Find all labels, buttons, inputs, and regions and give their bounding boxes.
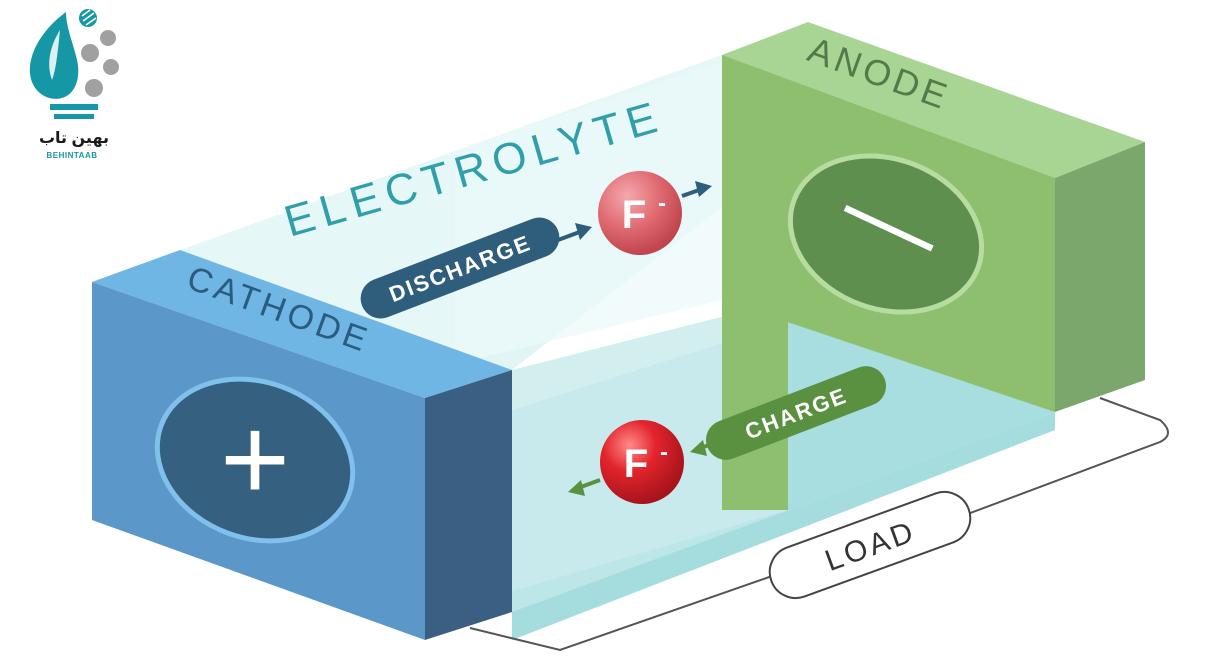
discharge-arrow-2-icon xyxy=(695,181,712,197)
discharge-arrow-icon xyxy=(575,223,592,240)
ion-discharge-symbol: F xyxy=(622,193,646,237)
brand-name-fa: بهین تاب xyxy=(39,130,109,147)
cathode-terminal xyxy=(154,376,356,544)
anode-block: — ANODE xyxy=(722,22,1145,510)
ion-discharge: F - xyxy=(598,171,682,255)
cathode-plus-sign: + xyxy=(220,392,290,526)
anode-terminal xyxy=(787,153,985,315)
ion-discharge-charge: - xyxy=(658,190,666,217)
cathode-block: + CATHODE xyxy=(92,250,512,640)
ion-charge-symbol: F xyxy=(624,442,648,486)
charge-arrow-2-icon xyxy=(568,480,585,496)
ion-charge: F - xyxy=(600,420,684,504)
charge-arrow-icon xyxy=(690,440,707,456)
brand-name-en: BEHINTAAB xyxy=(46,151,97,160)
brand-logo: بهین تاب BEHINTAAB xyxy=(29,9,119,160)
logo-dot-icon xyxy=(100,30,116,46)
ion-charge-charge: - xyxy=(660,439,668,466)
electrolyte-volume xyxy=(92,40,1055,640)
